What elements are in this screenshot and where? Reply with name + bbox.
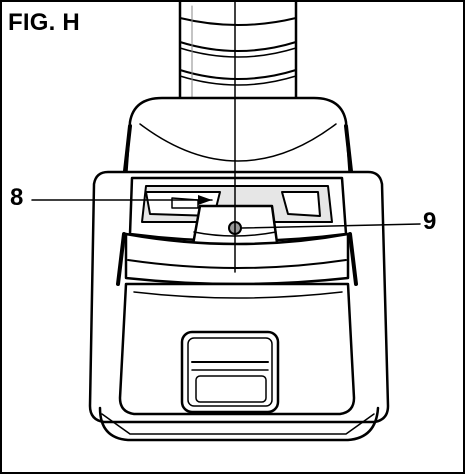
figure-title: FIG. H — [8, 9, 80, 36]
callout-label-8: 8 — [10, 184, 24, 211]
battery-latch — [180, 330, 280, 414]
leader-line-9 — [241, 223, 421, 229]
arrowhead-8 — [198, 195, 212, 205]
upper-shell — [122, 96, 354, 182]
battery-rim — [116, 232, 358, 286]
callout-label-9: 9 — [423, 208, 437, 235]
